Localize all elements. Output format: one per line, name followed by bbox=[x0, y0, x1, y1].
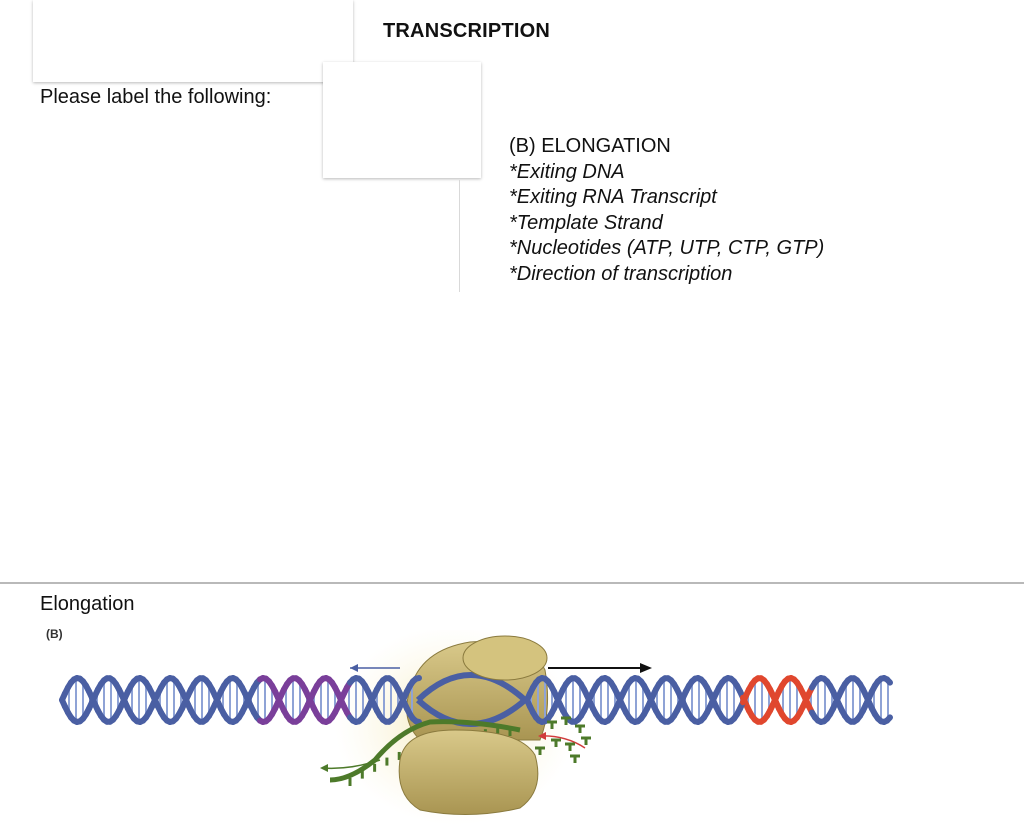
nucleotide bbox=[581, 736, 591, 745]
nucleotide bbox=[547, 720, 557, 729]
nucleotide bbox=[561, 716, 571, 725]
box-divider-line bbox=[459, 180, 460, 292]
nucleotide-entry-arrowhead bbox=[538, 732, 546, 740]
section-divider bbox=[0, 582, 1024, 584]
label-list: (B) ELONGATION *Exiting DNA *Exiting RNA… bbox=[509, 134, 824, 287]
label-list-heading: (B) ELONGATION bbox=[509, 135, 671, 157]
elongation-diagram bbox=[59, 630, 893, 825]
nucleotide bbox=[551, 738, 561, 747]
label-item-template-strand: *Template Strand bbox=[509, 211, 663, 234]
label-item-exiting-dna: *Exiting DNA bbox=[509, 160, 625, 183]
rna-exit-arrowhead bbox=[320, 764, 328, 772]
nucleotide bbox=[570, 754, 580, 763]
transcription-direction-arrowhead bbox=[640, 663, 652, 673]
instruction-text: Please label the following: bbox=[40, 86, 272, 108]
blank-label-box-1 bbox=[33, 0, 353, 82]
label-item-exiting-rna: *Exiting RNA Transcript bbox=[509, 186, 717, 208]
rna-strand bbox=[329, 719, 521, 783]
dna-helix bbox=[59, 672, 893, 727]
dna-backbone-segment bbox=[884, 714, 893, 724]
rna-polymerase-front bbox=[398, 729, 539, 816]
free-nucleotides bbox=[535, 716, 591, 763]
polymerase-top-lobe bbox=[462, 635, 548, 681]
dna-backbone-segment bbox=[413, 675, 422, 682]
label-item-direction: *Direction of transcription bbox=[509, 262, 733, 285]
nucleotide bbox=[575, 724, 585, 733]
non-template-strand bbox=[415, 672, 528, 703]
nucleotide bbox=[535, 746, 545, 755]
exiting-dna-arrowhead bbox=[350, 664, 358, 672]
figure-title: Elongation bbox=[40, 593, 135, 615]
page-title: TRANSCRIPTION bbox=[383, 20, 551, 42]
figure-panel-tag: (B) bbox=[46, 627, 63, 641]
label-item-nucleotides: *Nucleotides (ATP, UTP, CTP, GTP) bbox=[509, 237, 825, 259]
dna-backbone-segment bbox=[413, 718, 422, 725]
dna-backbone-segment bbox=[884, 676, 893, 686]
nucleotide bbox=[565, 742, 575, 751]
blank-label-box-2 bbox=[323, 62, 481, 178]
